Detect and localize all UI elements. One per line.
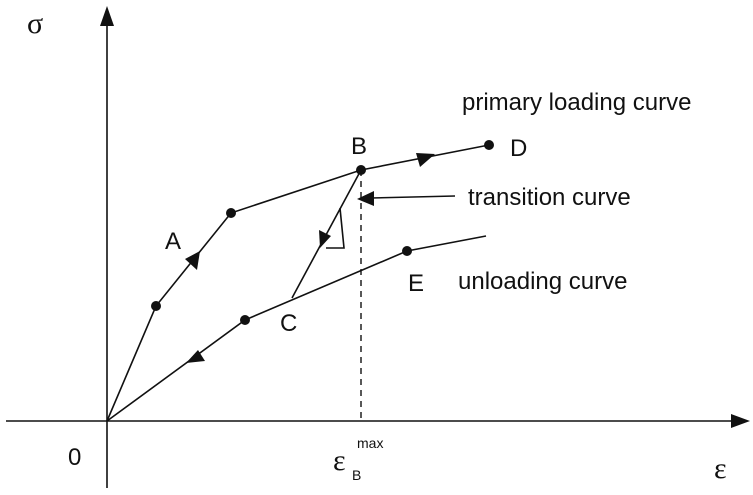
point-label-d: D — [510, 135, 527, 162]
epsilon-b-max-base: ε — [333, 444, 346, 477]
transition-curve-label: transition curve — [468, 184, 631, 211]
transition-curve-callout-arrowhead — [357, 191, 374, 206]
point-d — [484, 140, 494, 150]
point-label-a: A — [165, 228, 181, 255]
point-unloading-lower — [240, 315, 250, 325]
point-label-e: E — [408, 270, 424, 297]
loading-direction-arrow-a — [185, 251, 200, 270]
x-axis-label: ε — [714, 452, 727, 485]
point-e — [402, 246, 412, 256]
y-axis-arrowhead — [100, 6, 114, 26]
slope-triangle — [326, 207, 345, 249]
transition-direction-arrow — [319, 230, 331, 248]
point-a-upper — [226, 208, 236, 218]
transition-curve-callout-line — [370, 195, 456, 199]
unloading-curve — [106, 235, 487, 422]
unloading-direction-arrow — [186, 350, 205, 363]
x-axis-arrowhead — [731, 414, 750, 428]
epsilon-b-max-superscript: max — [357, 435, 383, 451]
primary-loading-curve-label: primary loading curve — [462, 89, 691, 116]
unloading-curve-label: unloading curve — [458, 268, 627, 295]
origin-label: 0 — [68, 444, 81, 471]
point-b — [356, 165, 366, 175]
point-start-loading — [151, 301, 161, 311]
point-label-c: C — [280, 310, 297, 337]
y-axis-label: σ — [27, 7, 43, 40]
loading-direction-arrow-b — [416, 153, 435, 167]
point-label-b: B — [351, 133, 367, 160]
epsilon-b-max-subscript: B — [352, 467, 361, 483]
